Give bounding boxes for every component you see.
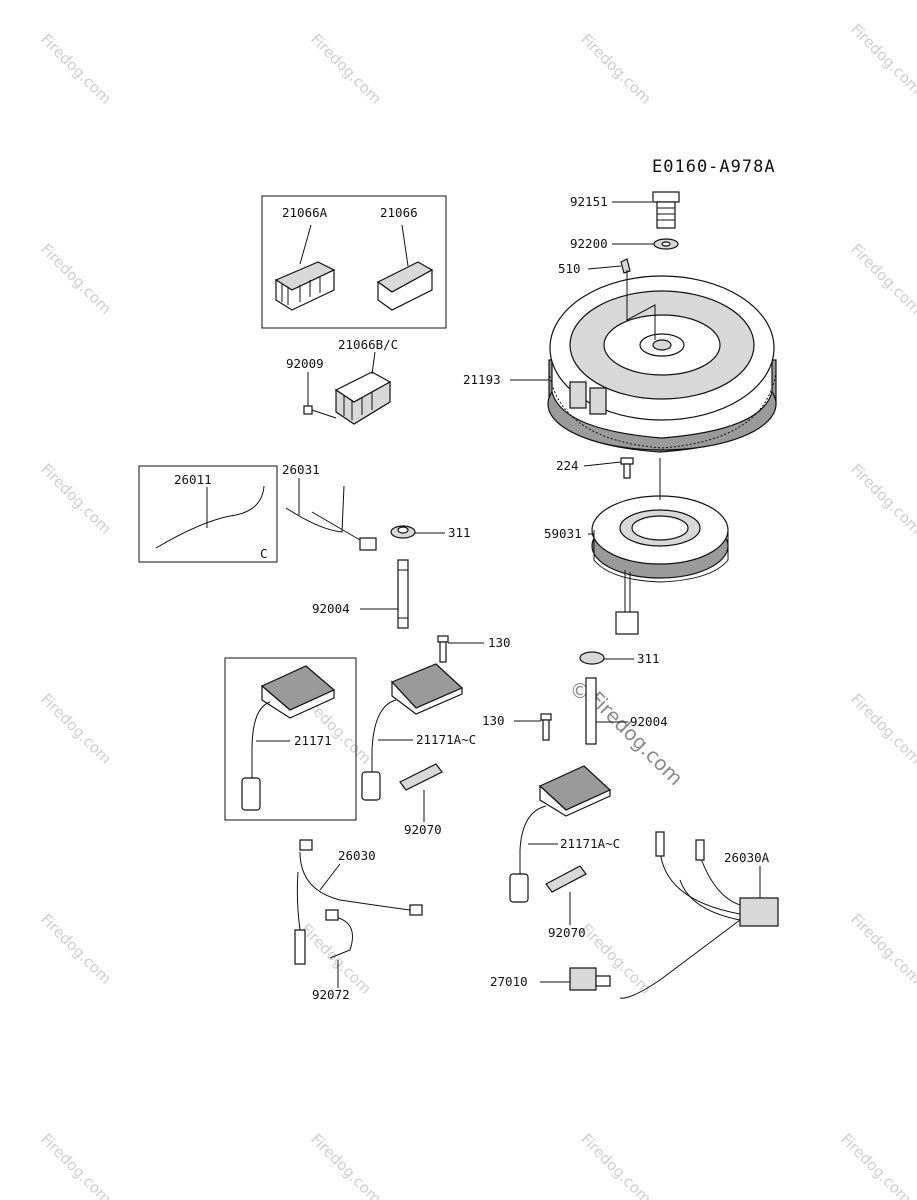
watermark: Firedog.com [847, 20, 917, 98]
label-21066: 21066 [380, 205, 418, 220]
label-224: 224 [556, 458, 579, 473]
watermark: Firedog.com [847, 910, 917, 988]
watermark-symbol: © [570, 679, 590, 703]
watermark: Firedog.com [37, 460, 115, 538]
label-92151: 92151 [570, 194, 608, 209]
watermark: Firedog.com [577, 30, 655, 108]
flywheel-drawing [547, 191, 777, 453]
label-92072: 92072 [312, 987, 350, 1002]
watermark: Firedog.com [37, 30, 115, 108]
leader-lines [206, 201, 761, 988]
watermark: Firedog.com [37, 240, 115, 318]
regulator-drawings [274, 261, 434, 425]
watermark: Firedog.com [37, 690, 115, 768]
inset-box-lead [138, 465, 278, 563]
label-130-top: 130 [488, 635, 511, 650]
label-311-lower: 311 [637, 651, 660, 666]
label-510: 510 [558, 261, 581, 276]
label-130-lower: 130 [482, 713, 505, 728]
inset-box-ignition-coil [224, 657, 357, 821]
label-92009: 92009 [286, 356, 324, 371]
watermark: Firedog.com [847, 240, 917, 318]
label-26030A: 26030A [724, 850, 770, 865]
watermark: Firedog.com [837, 1130, 915, 1200]
label-92070-center: 92070 [404, 822, 442, 837]
watermark: Firedog.com [577, 1130, 655, 1200]
label-21171: 21171 [294, 733, 332, 748]
watermark-center: Firedog.com [584, 687, 688, 791]
label-92070-right: 92070 [548, 925, 586, 940]
watermark: Firedog.com [307, 30, 385, 108]
watermark: Firedog.com [37, 1130, 115, 1200]
label-21066A: 21066A [282, 205, 328, 220]
label-26031: 26031 [282, 462, 320, 477]
part-labels: 92151 92200 510 21193 224 59031 311 311 … [174, 194, 770, 1002]
watermark: Firedog.com [37, 910, 115, 988]
watermark: Firedog.com [847, 460, 917, 538]
watermark-layer: Firedog.com Firedog.com Firedog.com Fire… [37, 20, 917, 1200]
label-21066BC: 21066B/C [338, 337, 398, 352]
label-26011: 26011 [174, 472, 212, 487]
diagram-code: E0160-A978A [652, 157, 776, 177]
label-92004-left: 92004 [312, 601, 350, 616]
label-21171AC-center: 21171A~C [416, 732, 476, 747]
coil-drawings [241, 559, 612, 903]
label-92004-right: 92004 [630, 714, 668, 729]
watermark: Firedog.com [307, 1130, 385, 1200]
label-92200: 92200 [570, 236, 608, 251]
harness-drawings [294, 831, 779, 999]
label-c-mark: C [260, 546, 268, 561]
label-59031: 59031 [544, 526, 582, 541]
stator-drawing [591, 457, 729, 635]
label-21193: 21193 [463, 372, 501, 387]
inset-box-regulators [261, 195, 447, 329]
label-26030: 26030 [338, 848, 376, 863]
label-27010: 27010 [490, 974, 528, 989]
label-311-top: 311 [448, 525, 471, 540]
watermark: Firedog.com [847, 690, 917, 768]
label-21171AC-right: 21171A~C [560, 836, 620, 851]
lead-drawings [155, 485, 416, 551]
